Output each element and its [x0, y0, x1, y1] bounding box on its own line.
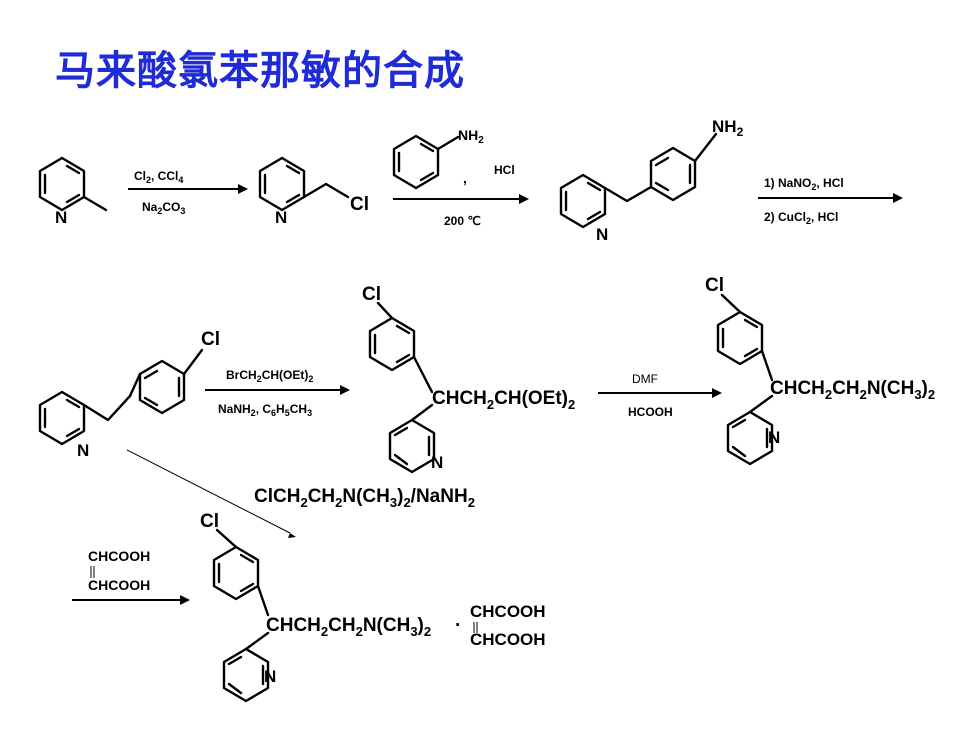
- salt-maleic-bottom: CHCOOH: [470, 630, 546, 649]
- chlorphenamine-structure: Cl CHCH2CH2N(CH3)2 N: [705, 275, 935, 466]
- step5-reagent-top: DMF: [632, 372, 658, 386]
- svg-text:Cl: Cl: [362, 284, 381, 305]
- alt-route-reagent: ClCH2CH2N(CH3)2/NaNH2: [254, 486, 475, 510]
- salt-amine-chain: CHCH2CH2N(CH3)2: [266, 615, 431, 639]
- svg-text:Cl: Cl: [201, 329, 220, 350]
- maleic-reagent-bottom: CHCOOH: [88, 577, 150, 593]
- step1-reagent-bottom: Na2CO3: [142, 200, 185, 216]
- amine-chain: CHCH2CH2N(CH3)2: [770, 378, 935, 402]
- acetal-chain: CHCH2CH(OEt)2: [432, 388, 575, 412]
- aniline-nh2: NH2: [458, 127, 484, 146]
- chlorphenamine-maleate-structure: Cl CHCH2CH2N(CH3)2 N · CHCOOH CHCOOH: [200, 511, 546, 703]
- svg-text:Cl: Cl: [200, 511, 219, 532]
- svg-text:N: N: [77, 441, 89, 460]
- 2-chloromethylpyridine-structure: N Cl: [258, 156, 369, 227]
- salt-maleic-top: CHCOOH: [470, 602, 546, 621]
- step1-reagent-top: Cl2, CCl4: [134, 169, 183, 185]
- chlorobenzylpyridine-structure: N Cl: [38, 329, 220, 460]
- salt-dot: ·: [455, 615, 461, 636]
- 2-methylpyridine-structure: N: [38, 156, 108, 227]
- svg-text:N: N: [264, 667, 276, 686]
- svg-text:N: N: [275, 208, 287, 227]
- svg-text:N: N: [768, 428, 780, 447]
- acetal-intermediate-structure: Cl CHCH2CH(OEt)2 N: [362, 284, 575, 474]
- svg-text:Cl: Cl: [350, 194, 369, 215]
- svg-text:,: ,: [463, 170, 467, 186]
- svg-text:Cl: Cl: [705, 275, 724, 296]
- page-title: 马来酸氯苯那敏的合成: [55, 48, 465, 94]
- pyridine-n-label: N: [55, 208, 67, 227]
- step2-reagent-top: HCl: [494, 163, 515, 177]
- step4-reagent-top: BrCH2CH(OEt)2: [226, 368, 313, 384]
- svg-text:N: N: [431, 453, 443, 472]
- step3-reagent-top: 1) NaNO2, HCl: [764, 176, 844, 192]
- svg-text:NH2: NH2: [712, 117, 744, 139]
- step5-reagent-bottom: HCOOH: [628, 405, 673, 419]
- aminobenzylpyridine-structure: N NH2: [559, 117, 744, 244]
- step2-reagent-bottom: 200 ℃: [444, 214, 481, 228]
- maleic-reagent-top: CHCOOH: [88, 548, 150, 564]
- aniline-structure: NH2: [392, 127, 484, 190]
- svg-text:N: N: [596, 225, 608, 244]
- step3-reagent-bottom: 2) CuCl2, HCl: [764, 210, 838, 226]
- alt-route-arrow: [126, 449, 291, 534]
- step4-reagent-bottom: NaNH2, C6H5CH3: [218, 402, 312, 418]
